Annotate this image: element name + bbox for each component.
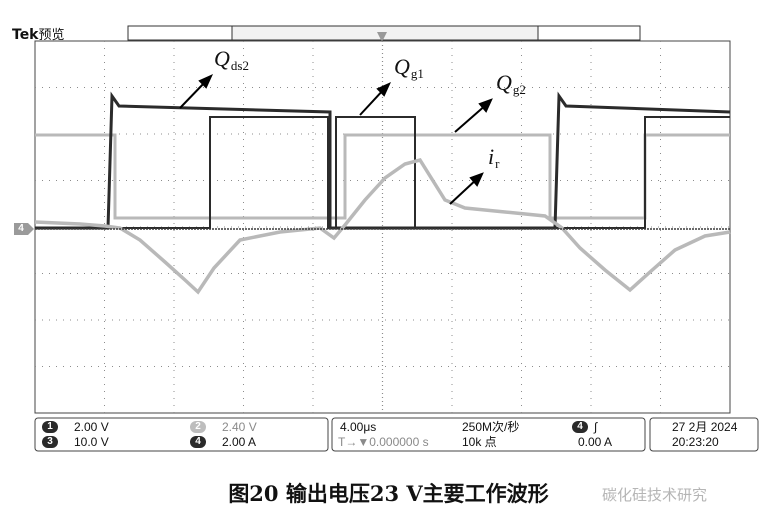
qg1-label: Qg1 <box>394 54 424 81</box>
channel-status-panel <box>34 417 329 452</box>
brand-logo: Tek <box>12 27 39 43</box>
sample-rate: 250M次/秒 <box>462 420 520 434</box>
watermark: 碳化硅技术研究 <box>602 486 708 504</box>
record-length: 10k 点 <box>462 435 497 449</box>
qg2-label-sub: g2 <box>512 82 526 97</box>
scope-date: 27 2月 2024 <box>672 420 738 434</box>
trigger-slope-icon: ∫ <box>594 420 598 434</box>
ground-marker-label: 4 <box>18 223 24 234</box>
ch2-scale: 2.40 V <box>222 420 257 434</box>
waveform-display <box>14 25 759 452</box>
label-arrows <box>179 73 493 205</box>
datetime-status-panel <box>649 417 759 452</box>
qds2-label: Qds2 <box>214 46 249 73</box>
figure-caption: 图20 输出电压23 V主要工作波形 <box>228 481 549 506</box>
ch4-ground-marker-shape <box>14 223 34 235</box>
scope-time: 20:23:20 <box>672 435 719 449</box>
qds2-label-sub: ds2 <box>230 58 249 73</box>
ch3-badge: 3 <box>42 436 58 448</box>
ir-current-trace <box>34 157 731 295</box>
timebase-status-panel <box>331 417 646 452</box>
ch3-scale: 10.0 V <box>74 435 109 449</box>
qds2-label-main: Q <box>214 46 230 71</box>
ch4-badge: 4 <box>190 436 206 448</box>
ir-label: ir <box>488 144 500 171</box>
qg2-label-main: Q <box>496 70 512 95</box>
trigger-channel-badge: 4 <box>572 421 588 433</box>
scope-mode: 预览 <box>38 28 65 43</box>
qg1-trace <box>35 116 730 229</box>
trigger-delay: T→▼0.000000 s <box>338 435 429 449</box>
trigger-level: 0.00 A <box>578 435 613 449</box>
ch2-badge: 2 <box>190 421 206 433</box>
scope-brand: Tek预览 <box>12 24 65 43</box>
ir-label-sub: r <box>495 156 500 171</box>
ch4-scale: 2.00 A <box>222 435 257 449</box>
qg2-label: Qg2 <box>496 70 526 97</box>
trigger-position-marker <box>377 32 387 42</box>
qg1-label-sub: g1 <box>410 66 424 81</box>
qds2-trace <box>35 91 731 230</box>
qg1-label-main: Q <box>394 54 410 79</box>
ch1-badge: 1 <box>42 421 58 433</box>
ir-label-main: i <box>488 144 495 169</box>
timebase: 4.00μs <box>340 420 377 434</box>
ch1-scale: 2.00 V <box>74 420 109 434</box>
oscilloscope-screenshot: Tek预览 4 Qds2 Qg1 Qg2 ir 1 2.00 V 2 2.40 … <box>12 24 759 452</box>
